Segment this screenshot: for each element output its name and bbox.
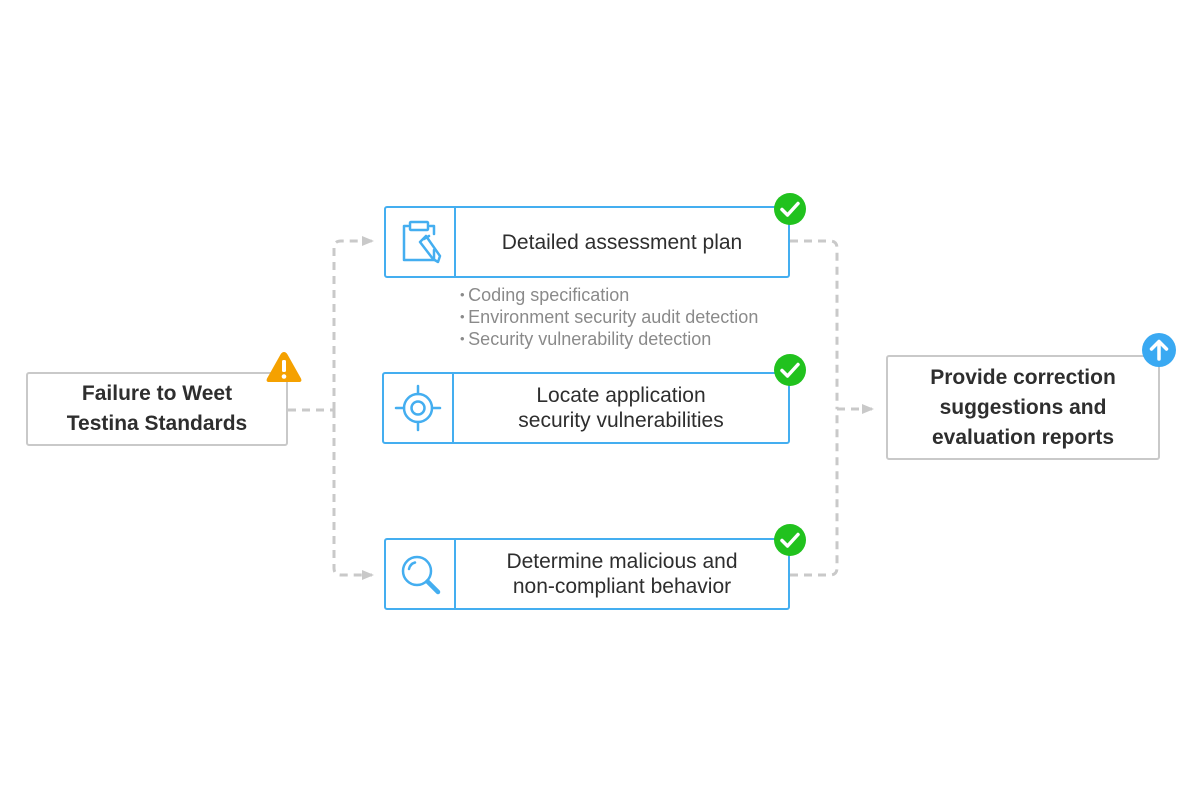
magnifier-icon	[401, 555, 441, 595]
target-icon	[394, 384, 442, 432]
connector-from-step-3	[790, 409, 839, 577]
result-label: Provide correction suggestions and evalu…	[930, 365, 1116, 449]
bullet-item: Environment security audit detection	[460, 306, 758, 328]
arrow-up-circle-icon	[1142, 333, 1176, 367]
result-box: Provide correction suggestions and evalu…	[886, 355, 1160, 460]
check-circle-icon	[774, 354, 806, 386]
step-box-assessment-plan: Detailed assessment plan	[384, 206, 790, 278]
source-label: Failure to Weet Testina Standards	[66, 382, 248, 435]
check-circle-icon	[774, 193, 806, 225]
step-icon-cell	[384, 374, 454, 442]
step-label: Detailed assessment plan	[501, 230, 743, 254]
source-box: Failure to Weet Testina Standards	[26, 372, 288, 446]
connector-from-step-1	[790, 239, 839, 409]
bullet-item: Security vulnerability detection	[460, 328, 758, 350]
connector-to-step-1	[332, 236, 374, 410]
step-icon-cell	[386, 540, 456, 608]
step-box-locate-vulnerabilities: Locate application security vulnerabilit…	[382, 372, 790, 444]
connector-to-step-3	[332, 410, 374, 580]
assessment-plan-bullet-list: Coding specification Environment securit…	[460, 284, 758, 350]
warning-triangle-icon	[266, 352, 302, 382]
step-box-malicious-behavior: Determine malicious and non-compliant be…	[384, 538, 790, 610]
step-icon-cell	[386, 208, 456, 276]
step-label: Determine malicious and non-compliant be…	[506, 550, 738, 598]
clipboard-pen-icon	[402, 220, 442, 264]
bullet-item: Coding specification	[460, 284, 758, 306]
step-label: Locate application security vulnerabilit…	[518, 384, 724, 432]
check-circle-icon	[774, 524, 806, 556]
